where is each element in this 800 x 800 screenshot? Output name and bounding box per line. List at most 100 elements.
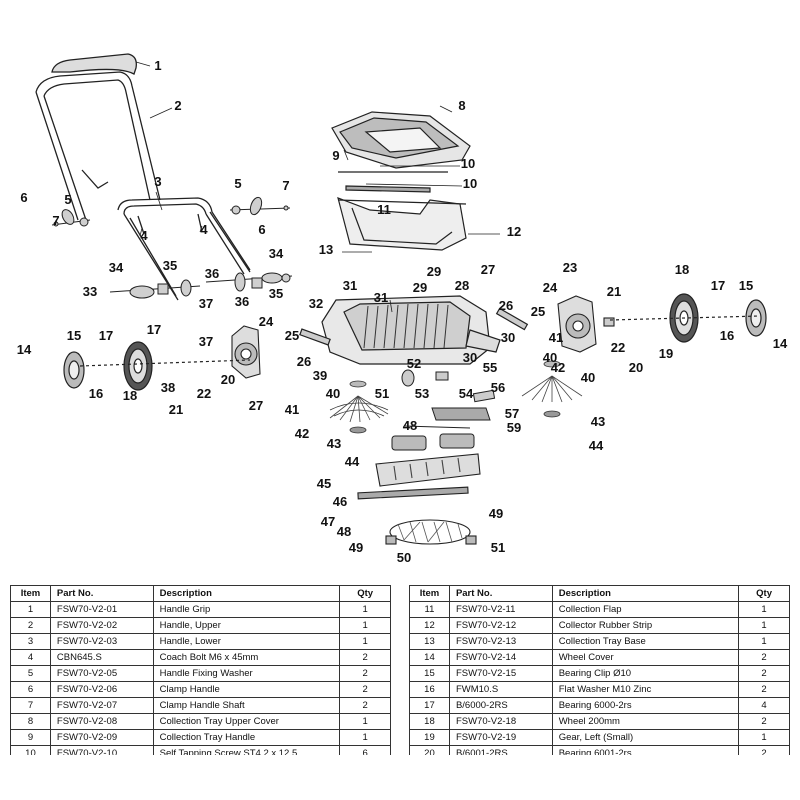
cell-part-no: CBN645.S: [49, 649, 154, 666]
callout-number: 52: [407, 356, 421, 371]
callout-number: 40: [326, 386, 340, 401]
cell-qty: 2: [339, 697, 391, 714]
callout-number: 45: [317, 476, 331, 491]
cell-item: 12: [409, 617, 450, 634]
callout-number: 10: [461, 156, 475, 171]
callout-number: 21: [607, 284, 621, 299]
callout-number: 6: [20, 190, 27, 205]
callout-number: 20: [629, 360, 643, 375]
callout-number: 41: [549, 330, 563, 345]
cell-qty: 2: [738, 713, 790, 730]
cell-item: 9: [10, 729, 51, 746]
callout-number: 37: [199, 296, 213, 311]
callout-number: 27: [249, 398, 263, 413]
callout-number: 44: [589, 438, 604, 453]
callout-number: 54: [459, 386, 474, 401]
cell-part-no: B/6001-2RS: [448, 745, 553, 755]
callout-number: 6: [258, 222, 265, 237]
cell-qty: 2: [738, 681, 790, 698]
callout-number: 42: [551, 360, 565, 375]
cell-item: 16: [409, 681, 450, 698]
cell-part-no: FSW70-V2-11: [448, 601, 553, 618]
cell-part-no: FSW70-V2-13: [448, 633, 553, 650]
callout-number: 9: [332, 148, 339, 163]
cell-item: 10: [10, 745, 51, 755]
callout-number: 19: [659, 346, 673, 361]
cell-qty: 2: [738, 665, 790, 682]
cell-description: Collection Tray Base: [551, 633, 740, 650]
callout-number: 14: [773, 336, 788, 351]
cell-item: 18: [409, 713, 450, 730]
callout-number: 17: [99, 328, 113, 343]
cell-description: Bearing 6001-2rs: [551, 745, 740, 755]
cell-item: 3: [10, 633, 51, 650]
callout-number: 8: [458, 98, 465, 113]
cell-item: 7: [10, 697, 51, 714]
callout-number: 29: [413, 280, 427, 295]
cell-qty: 1: [339, 729, 391, 746]
callout-number: 34: [269, 246, 284, 261]
cell-qty: 6: [339, 745, 391, 755]
cell-part-no: FSW70-V2-12: [448, 617, 553, 634]
table-header-row: Item Part No. Description Qty: [10, 585, 391, 602]
cell-part-no: FSW70-V2-18: [448, 713, 553, 730]
cell-item: 11: [409, 601, 450, 618]
cell-part-no: FSW70-V2-08: [49, 713, 154, 730]
callout-number: 51: [375, 386, 389, 401]
gear-housing-right: [557, 295, 615, 353]
callout-number: 26: [499, 298, 513, 313]
cell-description: Collection Tray Handle: [152, 729, 341, 746]
cell-qty: 1: [738, 601, 790, 618]
leader-lines: [135, 61, 500, 313]
callout-number: 56: [491, 380, 505, 395]
callout-number: 29: [427, 264, 441, 279]
callout-number: 18: [675, 262, 689, 277]
callout-number: 36: [235, 294, 249, 309]
callout-number: 14: [17, 342, 32, 357]
callout-number: 39: [313, 368, 327, 383]
callout-number: 5: [234, 176, 241, 191]
cell-part-no: FSW70-V2-09: [49, 729, 154, 746]
callout-number: 40: [543, 350, 557, 365]
cell-part-no: FSW70-V2-19: [448, 729, 553, 746]
main-brush-roller: [357, 453, 481, 545]
cell-qty: 2: [339, 681, 391, 698]
cell-part-no: FSW70-V2-03: [49, 633, 154, 650]
cell-item: 5: [10, 665, 51, 682]
cell-qty: 1: [339, 633, 391, 650]
callout-number: 24: [259, 314, 274, 329]
header-item: Item: [10, 585, 51, 602]
callout-number: 43: [591, 414, 605, 429]
cell-part-no: FSW70-V2-10: [49, 745, 154, 755]
cell-qty: 2: [738, 649, 790, 666]
exploded-parts-diagram: 1234455667789101011121314141515161617171…: [0, 0, 788, 565]
callout-number: 22: [197, 386, 211, 401]
wheel-right: [609, 293, 767, 343]
callout-number: 16: [720, 328, 734, 343]
callout-number: 37: [199, 334, 213, 349]
cell-description: Flat Washer M10 Zinc: [551, 681, 740, 698]
callout-number: 44: [345, 454, 360, 469]
header-qty: Qty: [339, 585, 391, 602]
cell-qty: 1: [339, 601, 391, 618]
table-header-row: Item Part No. Description Qty: [409, 585, 790, 602]
callout-number: 16: [89, 386, 103, 401]
cell-item: 6: [10, 681, 51, 698]
cell-description: Wheel 200mm: [551, 713, 740, 730]
cell-item: 1: [10, 601, 51, 618]
cell-item: 20: [409, 745, 450, 755]
callout-number: 20: [221, 372, 235, 387]
callout-number: 15: [739, 278, 753, 293]
callout-number: 35: [163, 258, 177, 273]
cell-qty: 1: [339, 713, 391, 730]
callout-number: 3: [154, 174, 161, 189]
